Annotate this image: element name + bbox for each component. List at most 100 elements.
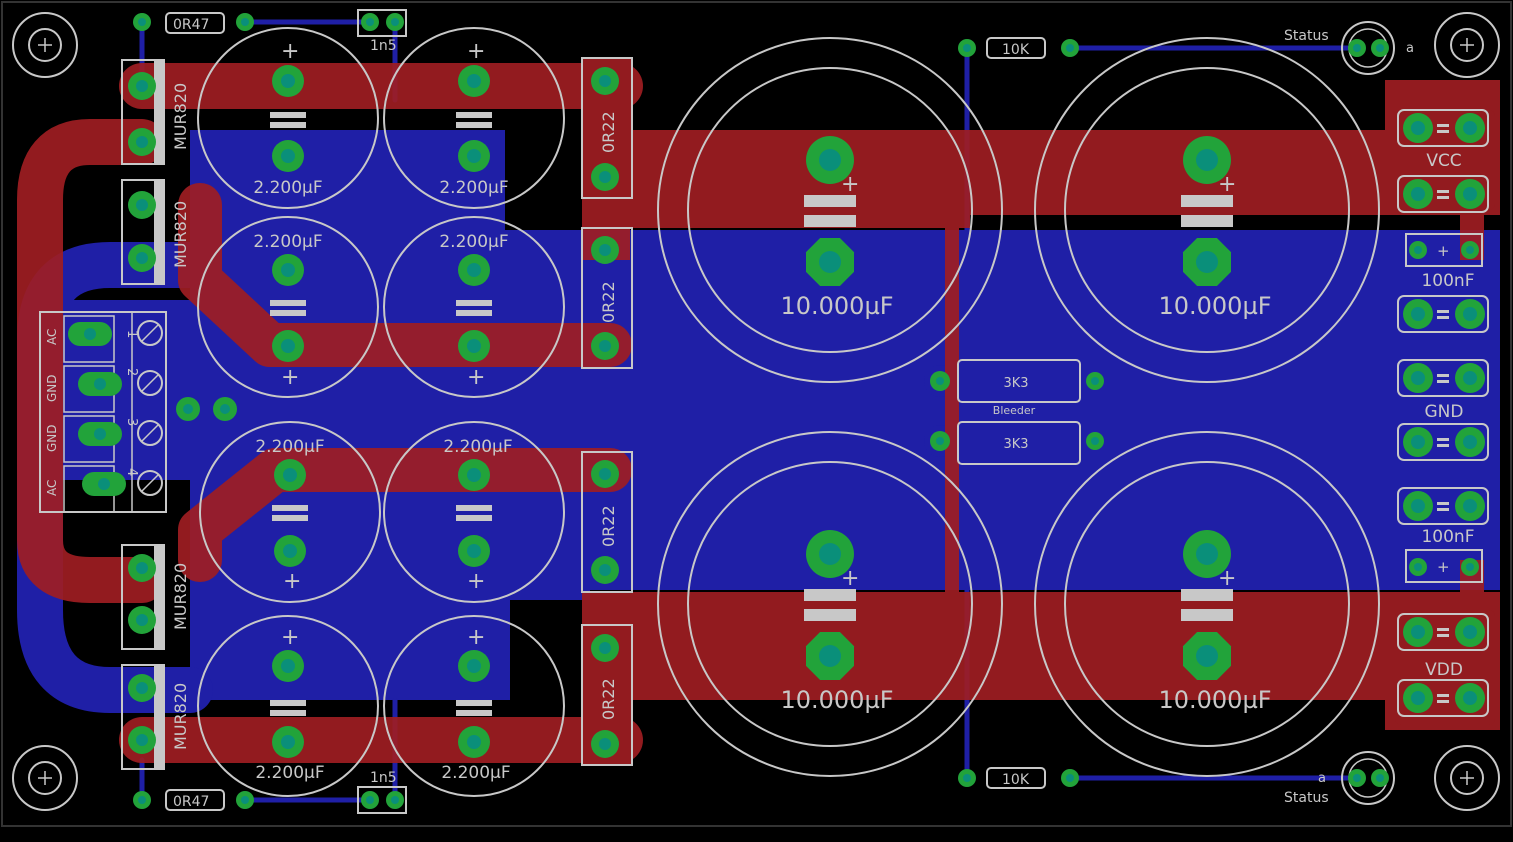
- pad-drill: [1463, 371, 1477, 385]
- screw-icon: [137, 320, 163, 496]
- pad-drill: [220, 404, 230, 414]
- pad-drill: [467, 263, 481, 277]
- label-cap-small-top: 1n5: [370, 38, 397, 54]
- terminal-num-4: 4: [124, 468, 139, 476]
- pad-drill: [1353, 44, 1361, 52]
- terminal-ac-4: AC: [45, 480, 59, 496]
- pad-drill: [1463, 625, 1477, 639]
- pad-drill: [136, 199, 148, 211]
- terminal-num-1: 1: [124, 330, 139, 338]
- pad-drill: [1463, 691, 1477, 705]
- pad-drill: [1411, 187, 1425, 201]
- bleeder-label: Bleeder: [993, 404, 1036, 417]
- pad-drill: [138, 796, 146, 804]
- pad-drill: [366, 796, 374, 804]
- vcc-label: VCC: [1426, 151, 1461, 171]
- pad-drill: [136, 734, 148, 746]
- pad-drill: [281, 339, 295, 353]
- vdd-label: VDD: [1425, 660, 1463, 680]
- pad-drill: [599, 75, 611, 87]
- r-led-top: 10K: [1002, 42, 1030, 58]
- pad-drill: [1196, 149, 1218, 171]
- pad-drill: [599, 468, 611, 480]
- pad-drill: [183, 404, 193, 414]
- terminal-ac-1: AC: [45, 329, 59, 345]
- label-cap-small-bottom: 1n5: [370, 770, 397, 786]
- cap-value-1: 2.200µF: [253, 178, 322, 198]
- pad-drill: [1066, 774, 1074, 782]
- resistor-bodies: [165, 12, 1081, 811]
- pad-drill: [241, 796, 249, 804]
- pad-drill: [963, 44, 971, 52]
- cap-plus-5: +: [283, 569, 301, 594]
- terminal-gnd-3: GND: [45, 424, 59, 452]
- pad-drill: [136, 80, 148, 92]
- mounting-hole-bottom-left: [12, 745, 78, 811]
- pad-drill: [467, 659, 481, 673]
- pad-drill: [84, 328, 96, 340]
- pad-drill: [366, 18, 374, 26]
- pad-drill: [599, 642, 611, 654]
- pad-drill: [1463, 307, 1477, 321]
- pad-drill: [1411, 121, 1425, 135]
- cap-value-7: 2.200µF: [255, 763, 324, 783]
- pad-drill: [1376, 774, 1384, 782]
- series-resistor-outlines: [581, 57, 633, 766]
- cap-value-8: 2.200µF: [441, 763, 510, 783]
- decoupling-plus-top: +: [1437, 242, 1450, 260]
- pad-drill: [241, 18, 249, 26]
- pad-drill: [467, 149, 481, 163]
- silkscreen-layer: [12, 9, 1500, 814]
- label-r-series-4: 0R22: [599, 678, 618, 720]
- pad-drill: [1376, 44, 1384, 52]
- pad-drill: [599, 738, 611, 750]
- label-diode-1: MUR820: [171, 83, 190, 150]
- pad-drill: [599, 340, 611, 352]
- pad-drill: [94, 428, 106, 440]
- cap-plus-2: +: [467, 39, 485, 64]
- pad-drill: [281, 149, 295, 163]
- pad-drill: [1414, 563, 1422, 571]
- cap-plus-10: +: [1218, 172, 1236, 197]
- pad-drill: [136, 252, 148, 264]
- pad-drill: [1414, 246, 1422, 254]
- pad-drill: [936, 437, 944, 445]
- output-header-outlines: [1397, 109, 1489, 717]
- pad-drill: [1466, 563, 1474, 571]
- pad-drill: [1091, 437, 1099, 445]
- small-capacitor-outlines: [197, 27, 565, 797]
- big-cap-value-4: 10.000µF: [1158, 686, 1271, 714]
- cap-plus-9: +: [841, 172, 859, 197]
- pad-drill: [136, 614, 148, 626]
- pad-drill: [1463, 121, 1477, 135]
- pad-drill: [283, 544, 297, 558]
- terminal-num-3: 3: [124, 418, 139, 426]
- pad-drill: [1411, 307, 1425, 321]
- pad-drill: [1411, 625, 1425, 639]
- status-bottom: Status: [1284, 790, 1329, 806]
- pad-drill: [819, 543, 841, 565]
- cap-value-3: 2.200µF: [253, 232, 322, 252]
- large-capacitor-outlines: [657, 37, 1380, 777]
- diode-outlines: [121, 59, 165, 770]
- pads: [68, 13, 1485, 809]
- label-diode-3: MUR820: [171, 563, 190, 630]
- bleeder-value-2: 3K3: [1003, 437, 1028, 452]
- big-cap-value-2: 10.000µF: [1158, 292, 1271, 320]
- label-r-series-3: 0R22: [599, 505, 618, 547]
- terminal-block: [39, 311, 167, 513]
- pad-drill: [1411, 691, 1425, 705]
- pad-drill: [467, 468, 481, 482]
- pad-drill: [1466, 246, 1474, 254]
- label-diode-4: MUR820: [171, 683, 190, 750]
- mounting-hole-top-left: [12, 12, 78, 78]
- pad-drill: [1463, 499, 1477, 513]
- pad-drill: [467, 735, 481, 749]
- label-diode-2: MUR820: [171, 201, 190, 268]
- pad-drill: [936, 377, 944, 385]
- cap-plus-6: +: [467, 569, 485, 594]
- cap-value-6: 2.200µF: [443, 437, 512, 457]
- pad-drill: [963, 774, 971, 782]
- cap-plus-12: +: [1218, 566, 1236, 591]
